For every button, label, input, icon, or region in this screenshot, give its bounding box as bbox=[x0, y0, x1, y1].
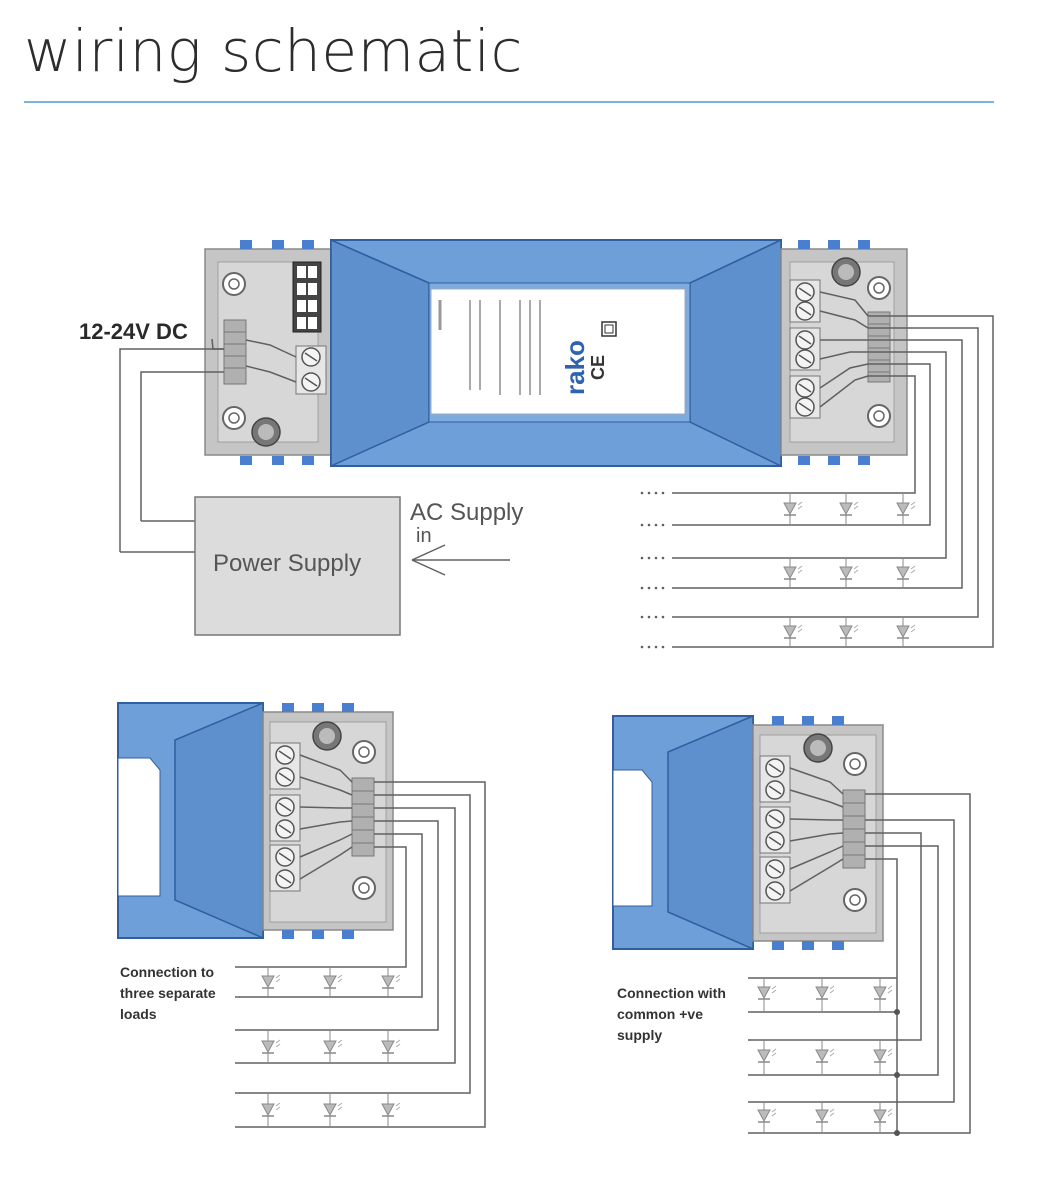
page-title: wiring schematic bbox=[24, 17, 523, 85]
common-supply-caption-line3: supply bbox=[617, 1027, 662, 1043]
separate-loads-caption-line3: loads bbox=[120, 1006, 157, 1022]
separate-loads-module bbox=[117, 701, 394, 940]
power-supply-box bbox=[194, 496, 401, 636]
title-underline bbox=[24, 101, 994, 103]
main-controller-module: rako CE bbox=[204, 238, 908, 468]
main-led-loads bbox=[783, 493, 916, 647]
separate-loads-wires bbox=[235, 754, 486, 1128]
brand-logo: rako bbox=[560, 340, 590, 395]
power-supply-label: Power Supply bbox=[213, 550, 361, 577]
ac-supply-in-label: in bbox=[416, 525, 432, 547]
separate-loads-leds bbox=[261, 967, 401, 1127]
common-supply-wires bbox=[748, 767, 971, 1134]
main-internal-wires bbox=[245, 291, 869, 408]
dc-input-label: 12-24V DC bbox=[79, 319, 188, 344]
common-supply-module bbox=[612, 714, 884, 951]
common-supply-caption-line1: Connection with bbox=[617, 985, 726, 1001]
ac-supply-arrow bbox=[411, 544, 510, 576]
separate-loads-caption-line1: Connection to bbox=[120, 964, 214, 980]
common-supply-junctions bbox=[894, 1009, 900, 1136]
ac-supply-label: AC Supply bbox=[410, 499, 523, 526]
common-supply-caption-line2: common +ve bbox=[617, 1006, 703, 1022]
separate-loads-caption-line2: three separate bbox=[120, 985, 216, 1001]
dc-supply-wires bbox=[119, 338, 224, 553]
ce-mark: CE bbox=[588, 355, 608, 380]
common-supply-leds bbox=[757, 978, 893, 1133]
main-output-wires bbox=[672, 315, 994, 648]
main-output-dots bbox=[640, 491, 665, 649]
